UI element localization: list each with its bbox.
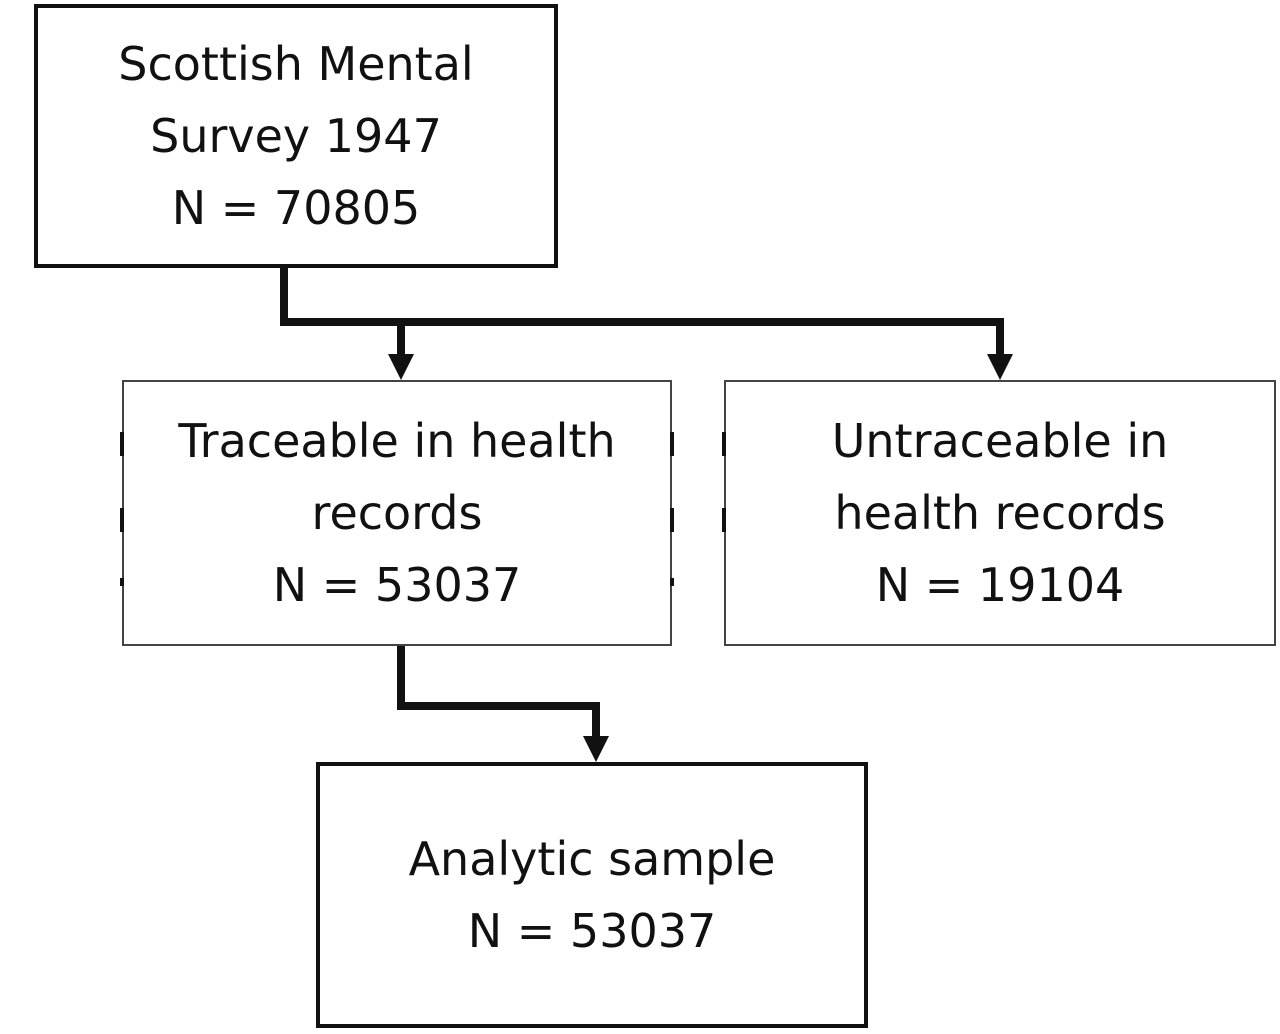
edge-tick — [722, 432, 726, 456]
node-untraceable-count: N = 19104 — [875, 558, 1125, 612]
edge-tick — [670, 508, 674, 532]
node-analytic-line1: Analytic sample — [408, 832, 776, 886]
edge-tick — [120, 578, 124, 586]
arrowhead-analytic — [583, 736, 609, 762]
node-untraceable-line2: health records — [834, 486, 1166, 540]
node-survey-count: N = 70805 — [171, 181, 421, 235]
node-traceable-line1: Traceable in health — [178, 414, 616, 468]
node-traceable-line2: records — [311, 486, 483, 540]
edge-tick — [722, 508, 726, 532]
node-traceable: Traceable in health records N = 53037 — [122, 380, 672, 646]
node-survey-line2: Survey 1947 — [150, 109, 442, 163]
arrowhead-untraceable — [987, 354, 1013, 380]
edge-tick — [120, 432, 124, 456]
node-traceable-count: N = 53037 — [272, 558, 522, 612]
edge-tick — [120, 508, 124, 532]
node-analytic-count: N = 53037 — [467, 904, 717, 958]
edge-tick — [670, 578, 674, 586]
arrowhead-traceable — [388, 354, 414, 380]
node-survey: Scottish Mental Survey 1947 N = 70805 — [34, 4, 558, 268]
connector-traceable-to-analytic — [397, 642, 600, 742]
node-untraceable: Untraceable in health records N = 19104 — [724, 380, 1276, 646]
node-survey-line1: Scottish Mental — [118, 37, 474, 91]
edge-tick — [670, 432, 674, 456]
node-untraceable-line1: Untraceable in — [831, 414, 1169, 468]
node-analytic: Analytic sample N = 53037 — [316, 762, 868, 1028]
connector-survey-to-split — [280, 264, 1004, 326]
